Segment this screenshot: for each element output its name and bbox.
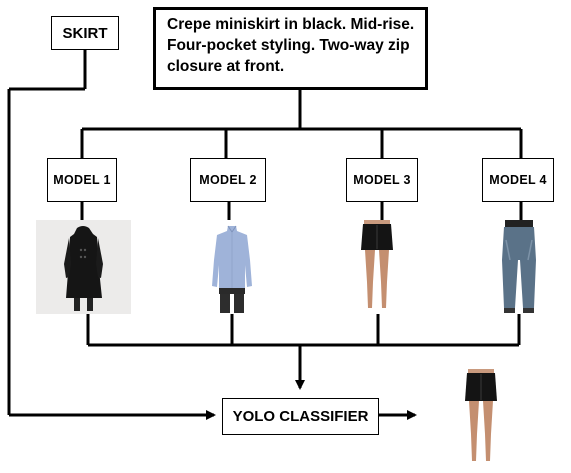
model-3-label: MODEL 3 — [353, 173, 411, 187]
model-2-box: MODEL 2 — [190, 158, 266, 202]
model-2-label: MODEL 2 — [199, 173, 257, 187]
model-4-label: MODEL 4 — [489, 173, 547, 187]
model-2-image — [205, 220, 259, 314]
output-image — [460, 369, 502, 466]
model-1-label: MODEL 1 — [53, 173, 111, 187]
yolo-classifier-box: YOLO CLASSIFIER — [222, 398, 379, 435]
description-text: Crepe miniskirt in black. Mid-rise. Four… — [167, 16, 415, 75]
description-box: Crepe miniskirt in black. Mid-rise. Four… — [153, 7, 428, 90]
model-4-image — [496, 220, 542, 314]
model-4-box: MODEL 4 — [482, 158, 554, 202]
category-label-box: SKIRT — [51, 16, 119, 50]
model-1-image — [36, 220, 131, 314]
yolo-classifier-label: YOLO CLASSIFIER — [232, 408, 369, 425]
model-3-box: MODEL 3 — [346, 158, 418, 202]
category-label: SKIRT — [62, 24, 108, 42]
model-3-image — [357, 220, 397, 314]
model-1-box: MODEL 1 — [47, 158, 117, 202]
